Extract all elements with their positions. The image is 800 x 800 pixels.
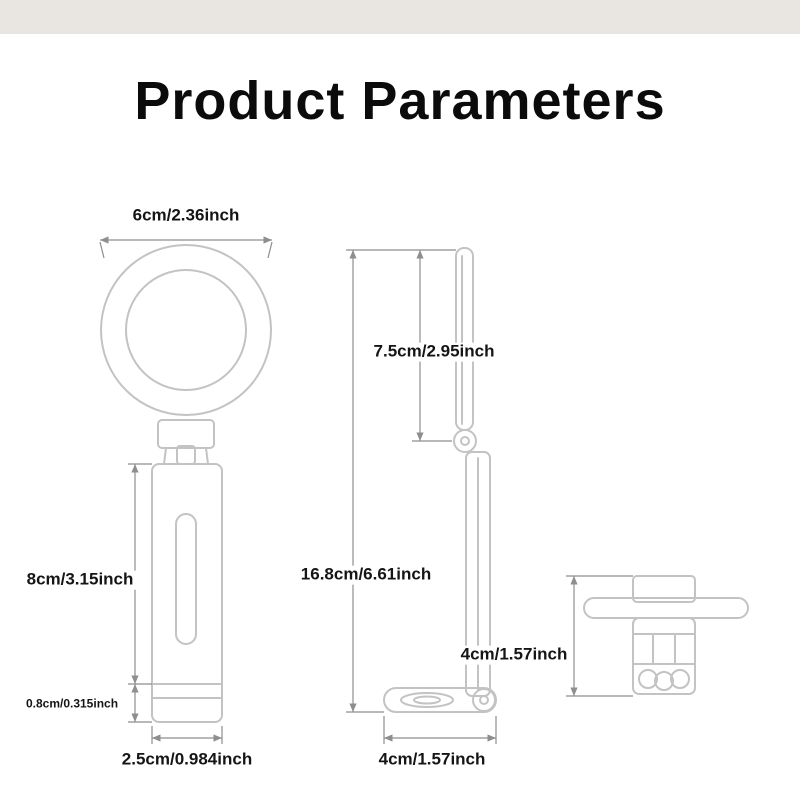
clip-view-dimensions: [566, 575, 633, 697]
side-view-drawing: [383, 247, 497, 713]
dim-head-width-label: 6cm/2.36inch: [129, 206, 243, 226]
page-title: Product Parameters: [134, 71, 666, 131]
dim-body-width-label: 2.5cm/0.984inch: [118, 750, 256, 770]
dim-total-height-label: 16.8cm/6.61inch: [297, 565, 435, 585]
dim-arm-length-label: 7.5cm/2.95inch: [370, 342, 498, 362]
dim-base-depth-label: 4cm/1.57inch: [375, 750, 489, 770]
clip-view-drawing: [583, 575, 749, 695]
top-band: [0, 0, 800, 34]
dim-base-thickness-label: 0.8cm/0.315inch: [22, 697, 122, 711]
front-view-dimensions: [99, 236, 273, 744]
dim-clip-height-label: 4cm/1.57inch: [457, 645, 571, 665]
front-view-drawing: [100, 244, 272, 723]
dim-body-height-label: 8cm/3.15inch: [23, 570, 137, 590]
